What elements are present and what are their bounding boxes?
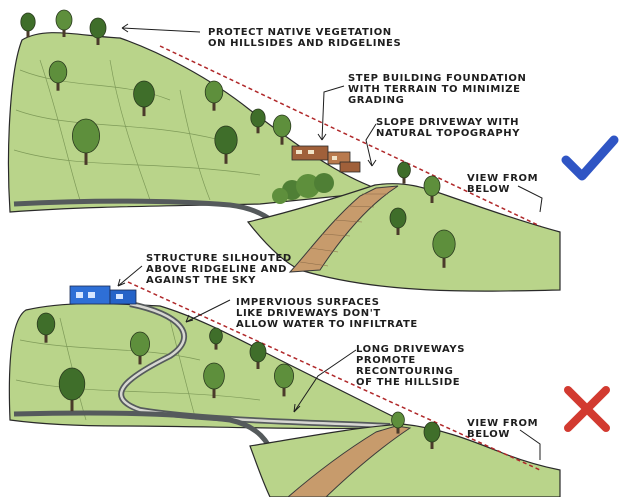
tree — [214, 125, 238, 164]
x-mark-icon — [564, 386, 610, 432]
tree — [250, 108, 266, 134]
top-sloped-driveway — [288, 185, 399, 273]
top-sight-line — [159, 45, 541, 227]
top-panel — [7, 23, 619, 292]
label-long-driveways: LONG DRIVEWAYS PROMOTE RECONTOURING OF T… — [356, 344, 466, 388]
tree — [133, 80, 155, 117]
tree — [58, 367, 86, 412]
label-structure-silhouetted: STRUCTURE SILHOUTED ABOVE RIDGELINE AND … — [146, 253, 292, 286]
tree — [89, 17, 107, 45]
tree — [129, 331, 150, 365]
top-stepped-building — [291, 145, 361, 173]
tree — [249, 341, 267, 369]
label-view-from-below-bottom: VIEW FROM BELOW — [467, 418, 539, 440]
tree — [273, 363, 294, 397]
tree — [204, 80, 224, 111]
tree — [36, 312, 56, 343]
label-protect-vegetation: PROTECT NATIVE VEGETATION ON HILLSIDES A… — [208, 27, 402, 49]
tree — [48, 60, 68, 91]
top-driveway-hatching — [299, 193, 388, 267]
bottom-leaders — [117, 265, 541, 460]
tree — [423, 421, 441, 449]
trees-layer — [20, 9, 456, 449]
label-impervious-surfaces: IMPERVIOUS SURFACES LIKE DRIVEWAYS DON'T… — [236, 297, 418, 330]
bottom-driveway-cut — [287, 425, 412, 497]
tree — [272, 114, 292, 145]
tree — [389, 207, 407, 235]
tree — [20, 12, 36, 38]
bottom-hill — [8, 302, 405, 430]
tree — [397, 161, 411, 184]
tree — [423, 175, 441, 203]
checkmark-icon — [561, 135, 619, 181]
bottom-sight-line — [127, 281, 541, 471]
top-leaders — [121, 23, 543, 213]
label-slope-driveway: SLOPE DRIVEWAY WITH NATURAL TOPOGRAPHY — [376, 117, 521, 139]
tree — [391, 411, 405, 434]
top-native-vegetation — [272, 173, 334, 204]
tree — [203, 362, 225, 399]
tree — [72, 118, 101, 165]
label-step-foundation: STEP BUILDING FOUNDATION WITH TERRAIN TO… — [348, 73, 527, 106]
tree — [55, 9, 73, 37]
bottom-silhouetted-building — [69, 285, 137, 305]
bottom-panel — [8, 265, 610, 497]
tree — [432, 229, 456, 268]
label-view-from-below-top: VIEW FROM BELOW — [467, 173, 539, 195]
tree — [209, 327, 223, 350]
